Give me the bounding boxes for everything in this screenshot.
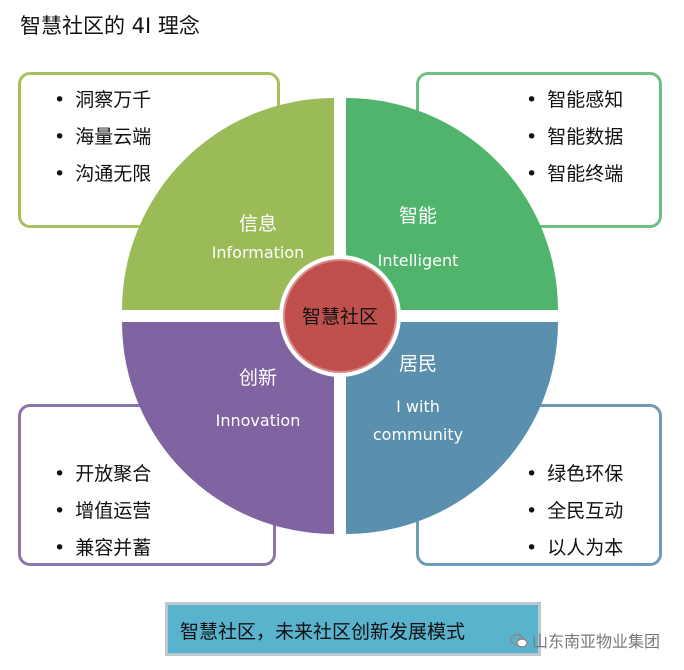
list-item: 全民互动	[526, 493, 623, 530]
watermark-text: 山东南亚物业集团	[532, 632, 661, 651]
quadrant-label-en: Intelligent	[378, 251, 459, 270]
quadrant-label-en: I with	[396, 397, 440, 416]
quadrant-label-cn: 居民	[399, 353, 437, 375]
quadrant-label-cn: 智能	[399, 205, 437, 227]
quadrant-label-en: Information	[212, 243, 305, 262]
list-community: 绿色环保 全民互动 以人为本	[526, 456, 623, 567]
list-item: 绿色环保	[526, 456, 623, 493]
list-information: 洞察万千 海量云端 沟通无限	[54, 82, 151, 193]
list-item: 增值运营	[54, 493, 151, 530]
quadrant-innovation	[122, 322, 334, 534]
watermark: 山东南亚物业集团	[510, 628, 660, 652]
list-item: 智能数据	[526, 119, 623, 156]
summary-banner: 智慧社区，未来社区创新发展模式	[165, 602, 541, 656]
quadrant-label-en: Innovation	[216, 411, 301, 430]
quadrant-information	[122, 98, 334, 310]
list-item: 智能终端	[526, 156, 623, 193]
list-item: 海量云端	[54, 119, 151, 156]
list-item: 沟通无限	[54, 156, 151, 193]
quadrant-label-cn: 信息	[239, 213, 277, 235]
quadrant-label-cn: 创新	[239, 367, 277, 389]
banner-text: 智慧社区，未来社区创新发展模式	[180, 621, 466, 643]
list-item: 智能感知	[526, 82, 623, 119]
list-item: 洞察万千	[54, 82, 151, 119]
quadrant-label-en: community	[373, 425, 463, 444]
list-innovation: 开放聚合 增值运营 兼容并蓄	[54, 456, 151, 567]
center-label: 智慧社区	[302, 306, 378, 328]
list-item: 以人为本	[526, 530, 623, 567]
quadrant-community	[346, 322, 558, 534]
center-circle-inner	[283, 259, 397, 373]
wechat-icon	[510, 633, 528, 648]
list-item: 开放聚合	[54, 456, 151, 493]
list-intelligent: 智能感知 智能数据 智能终端	[526, 82, 623, 193]
quadrant-intelligent	[346, 98, 558, 310]
list-item: 兼容并蓄	[54, 530, 151, 567]
diagram-title: 智慧社区的 4I 理念	[20, 14, 200, 38]
